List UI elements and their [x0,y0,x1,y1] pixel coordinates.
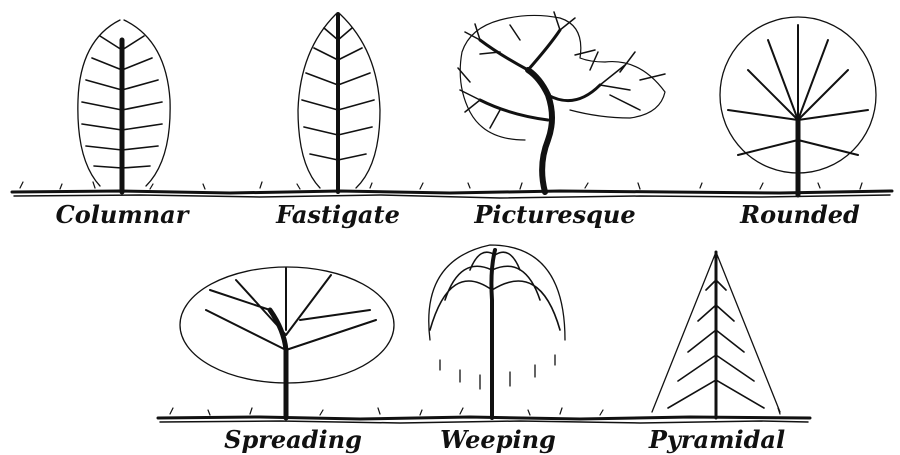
label-pyramidal: Pyramidal [648,425,785,454]
label-picturesque: Picturesque [473,200,635,229]
fastigate-tree-illustration [298,14,380,192]
label-columnar: Columnar [56,200,191,229]
picturesque-tree-illustration [458,12,665,192]
columnar-tree-illustration [78,20,170,192]
label-fastigate: Fastigate [275,200,400,229]
rounded-tree-illustration [720,17,876,195]
pyramidal-tree-illustration [652,252,780,418]
ground-line-bottom [158,408,810,423]
label-spreading: Spreading [224,425,362,454]
ground-line-top [12,182,892,198]
weeping-tree-illustration [429,245,565,418]
label-rounded: Rounded [739,200,860,229]
label-weeping: Weeping [440,425,556,454]
spreading-tree-illustration [180,267,394,418]
